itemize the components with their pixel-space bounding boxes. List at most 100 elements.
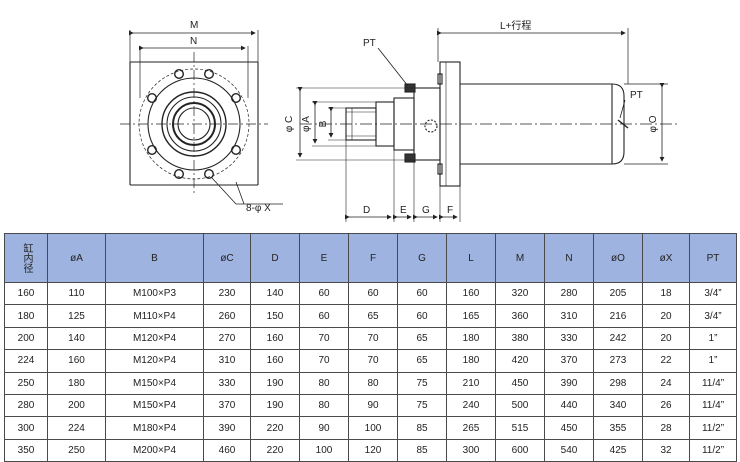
- dim-g-label: G: [422, 205, 430, 216]
- cell-l: 300: [446, 438, 496, 462]
- col-header-f: F: [348, 233, 398, 283]
- dim-phi-o-label: φ O: [648, 115, 659, 132]
- cell-d: 140: [250, 281, 300, 306]
- dim-phi-a-label: φ A: [301, 116, 312, 132]
- col-header-m: M: [495, 233, 545, 283]
- pt-label-left: PT: [363, 38, 376, 49]
- cell-o: 355: [593, 416, 643, 440]
- cell-f: 70: [348, 326, 398, 351]
- cell-bore: 180: [4, 304, 48, 328]
- cylinder-side-view: [296, 28, 680, 222]
- cell-n: 540: [544, 438, 594, 462]
- cell-pt: 11/4”: [689, 393, 737, 418]
- cell-n: 280: [544, 281, 594, 306]
- cell-d: 160: [250, 349, 300, 373]
- cell-bore: 300: [4, 416, 48, 440]
- bolt-hole: [146, 144, 157, 155]
- cell-e: 80: [299, 371, 349, 395]
- cell-a: 180: [47, 371, 106, 395]
- dim-d-label: D: [363, 205, 370, 216]
- cell-o: 216: [593, 304, 643, 328]
- col-header-a: øA: [47, 233, 106, 283]
- cell-d: 220: [250, 416, 300, 440]
- cell-pt: 3/4”: [689, 281, 737, 306]
- cell-c: 370: [203, 393, 251, 418]
- dim-n-label: N: [190, 36, 197, 47]
- dim-f-label: F: [447, 205, 453, 216]
- cell-g: 75: [397, 371, 447, 395]
- col-header-b: B: [105, 233, 204, 283]
- cell-n: 330: [544, 326, 594, 351]
- cell-bore: 160: [4, 281, 48, 306]
- cell-m: 380: [495, 326, 545, 351]
- cell-pt: 11/2”: [689, 416, 737, 440]
- spec-table: 缸内径 øA B øC D E F G L M N øO øX PT 160 11…: [4, 233, 737, 462]
- cell-bore: 280: [4, 393, 48, 418]
- bolt-hole: [230, 144, 241, 155]
- cell-x: 18: [642, 281, 690, 306]
- header-row: 缸内径 øA B øC D E F G L M N øO øX PT: [4, 233, 737, 283]
- cell-l: 240: [446, 393, 496, 418]
- cell-pt: 11/4”: [689, 371, 737, 395]
- cell-b: M150×P4: [105, 393, 204, 418]
- cell-n: 370: [544, 349, 594, 373]
- cell-e: 70: [299, 326, 349, 351]
- cell-l: 180: [446, 326, 496, 351]
- cell-x: 26: [642, 393, 690, 418]
- cell-f: 70: [348, 349, 398, 373]
- cell-m: 420: [495, 349, 545, 373]
- cell-c: 310: [203, 349, 251, 373]
- col-header-x: øX: [642, 233, 690, 283]
- cell-l: 210: [446, 371, 496, 395]
- cell-c: 270: [203, 326, 251, 351]
- cell-g: 65: [397, 326, 447, 351]
- cell-a: 160: [47, 349, 106, 373]
- col-header-e: E: [299, 233, 349, 283]
- cell-m: 500: [495, 393, 545, 418]
- cell-bore: 224: [4, 349, 48, 373]
- cell-n: 310: [544, 304, 594, 328]
- col-header-pt: PT: [689, 233, 737, 283]
- cell-d: 150: [250, 304, 300, 328]
- dim-m-label: M: [190, 20, 198, 31]
- cell-x: 20: [642, 326, 690, 351]
- cell-b: M120×P4: [105, 349, 204, 373]
- col-header-c: øC: [203, 233, 251, 283]
- cell-g: 75: [397, 393, 447, 418]
- cell-pt: 1”: [689, 326, 737, 351]
- cell-d: 220: [250, 438, 300, 462]
- cell-m: 600: [495, 438, 545, 462]
- cell-c: 330: [203, 371, 251, 395]
- col-header-bore: 缸内径: [4, 233, 48, 283]
- cell-f: 60: [348, 281, 398, 306]
- flange-front-view: [120, 30, 283, 205]
- col-header-o: øO: [593, 233, 643, 283]
- cell-g: 65: [397, 349, 447, 373]
- cell-e: 60: [299, 281, 349, 306]
- cell-b: M200×P4: [105, 438, 204, 462]
- cell-a: 224: [47, 416, 106, 440]
- cell-o: 425: [593, 438, 643, 462]
- bolt-hole: [146, 92, 157, 103]
- col-header-g: G: [397, 233, 447, 283]
- cell-e: 60: [299, 304, 349, 328]
- cell-l: 160: [446, 281, 496, 306]
- cell-pt: 11/2”: [689, 438, 737, 462]
- col-header-n: N: [544, 233, 594, 283]
- cell-o: 273: [593, 349, 643, 373]
- bolt-hole: [203, 68, 214, 79]
- cell-m: 515: [495, 416, 545, 440]
- stroke-label: L+行程: [500, 19, 531, 32]
- cell-pt: 1”: [689, 349, 737, 373]
- bolt-hole: [173, 168, 184, 179]
- cell-f: 120: [348, 438, 398, 462]
- cell-n: 390: [544, 371, 594, 395]
- cell-d: 160: [250, 326, 300, 351]
- cell-c: 460: [203, 438, 251, 462]
- cell-o: 298: [593, 371, 643, 395]
